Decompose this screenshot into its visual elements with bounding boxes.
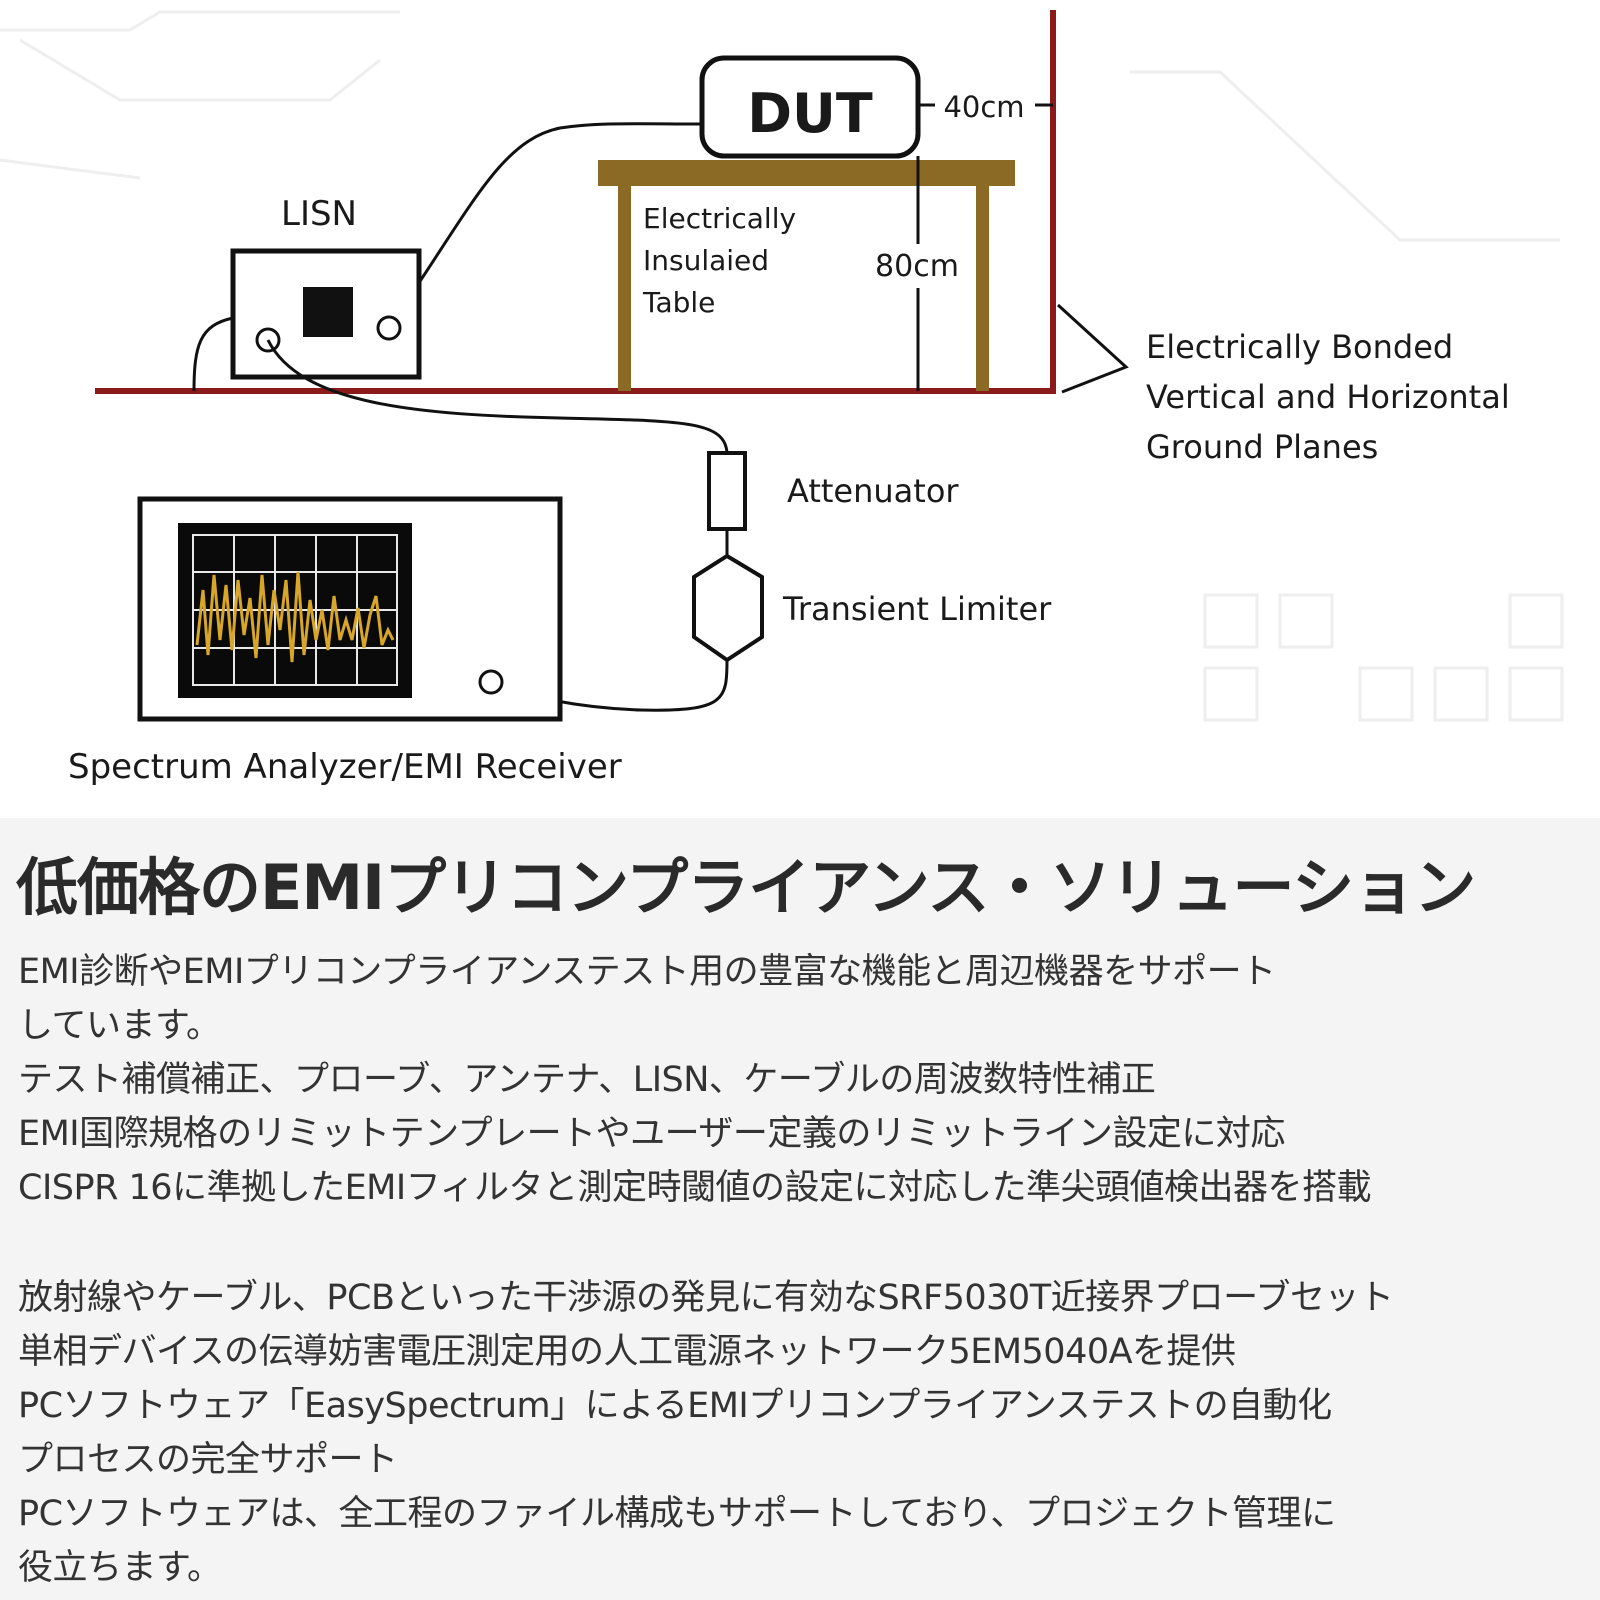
- transient-limiter-label: Transient Limiter: [782, 590, 1052, 628]
- lisn-label: LISN: [281, 194, 357, 234]
- ground-label-line2: Vertical and Horizontal: [1146, 378, 1510, 416]
- lisn-output-cable: [266, 339, 729, 454]
- product-text-line: PCソフトウェア「EasySpectrum」によるEMIプリコンプライアンステス…: [18, 1386, 1332, 1426]
- height-label-background: [862, 244, 974, 288]
- attenuator-label: Attenuator: [787, 472, 959, 510]
- background-circuit-decoration: [0, 10, 1564, 722]
- description-panel: 低価格のEMIプリコンプライアンス・ソリューション EMI診断やEMIプリコンプ…: [0, 818, 1600, 1600]
- analyzer-input-port: [478, 669, 504, 695]
- transient-limiter: [692, 553, 764, 663]
- lisn-indicator-square: [303, 287, 353, 337]
- feature-text-line: テスト補償補正、プローブ、アンテナ、LISN、ケーブルの周波数特性補正: [18, 1060, 1156, 1100]
- dut-label: DUT: [747, 82, 873, 145]
- lisn-ground-strap: [192, 316, 234, 392]
- distance-wall-label: 40cm: [943, 90, 1024, 124]
- feature-text-line: EMI診断やEMIプリコンプライアンステスト用の豊富な機能と周辺機器をサポート: [18, 952, 1276, 992]
- table-label-line2: Insulaied: [643, 244, 769, 277]
- analyzer-waveform-trace: [195, 571, 395, 663]
- distance-label-background: [935, 86, 1035, 126]
- feature-text-line: EMI国際規格のリミットテンプレートやユーザー定義のリミットライン設定に対応: [18, 1114, 1285, 1154]
- product-text-line: 役立ちます。: [18, 1548, 222, 1588]
- table-label-line1: Electrically: [643, 202, 796, 235]
- dut-box: [699, 55, 921, 159]
- product-text-line: PCソフトウェアは、全工程のファイル構成もサポートしており、プロジェクト管理に: [18, 1494, 1336, 1534]
- emi-test-setup-diagram: DUT 40cm 80cm LISN Electrically Insulaie…: [0, 10, 1564, 787]
- dut-power-cable: [388, 122, 703, 327]
- feature-text-line: CISPR 16に準拠したEMIフィルタと測定時閾値の設定に対応した準尖頭値検出…: [18, 1168, 1372, 1208]
- ground-label-line1: Electrically Bonded: [1146, 328, 1453, 366]
- ground-label-bracket: [1056, 303, 1129, 394]
- attenuator: [707, 451, 747, 531]
- product-text-line: 放射線やケーブル、PCBといった干渉源の発見に有効なSRF5030T近接界プロー…: [18, 1278, 1394, 1318]
- ground-label-line3: Ground Planes: [1146, 428, 1378, 466]
- product-text-line: プロセスの完全サポート: [18, 1440, 398, 1480]
- insulated-table: [598, 160, 1015, 391]
- table-label-line3: Table: [642, 286, 715, 319]
- page-title: 低価格のEMIプリコンプライアンス・ソリューション: [16, 851, 1476, 924]
- feature-text-line: しています。: [18, 1006, 221, 1046]
- lisn-eut-port: [376, 315, 402, 341]
- spectrum-analyzer-label: Spectrum Analyzer/EMI Receiver: [68, 747, 622, 787]
- product-text-line: 単相デバイスの伝導妨害電圧測定用の人工電源ネットワーク5EM5040Aを提供: [18, 1332, 1236, 1372]
- distance-height-label: 80cm: [875, 249, 959, 284]
- diagram-canvas: DUT 40cm 80cm LISN Electrically Insulaie…: [0, 10, 1564, 787]
